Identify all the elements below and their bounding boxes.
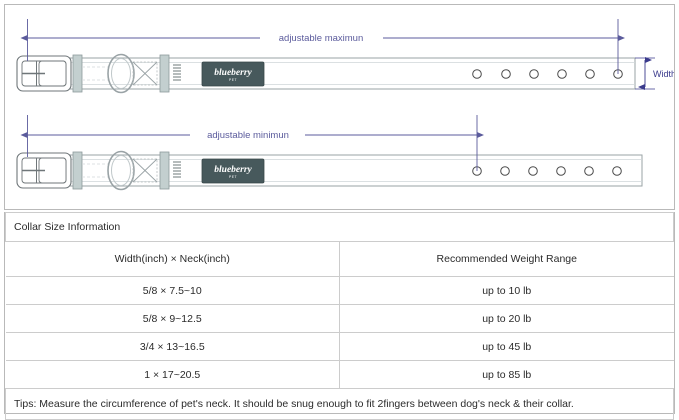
upper-hole-3 xyxy=(529,69,539,79)
x-stitch-diag-2 xyxy=(132,61,158,86)
upper-hole-5 xyxy=(585,69,595,79)
table-row: 5/8 × 7.5~10 up to 10 lb xyxy=(5,276,674,305)
d-ring-lower-inner xyxy=(111,155,131,186)
adjustable-maximum-label: adjustable maximun xyxy=(279,33,364,44)
table-row: 5/8 × 9~12.5 up to 20 lb xyxy=(5,304,674,333)
upper-collar-illustration: blueberry PET xyxy=(16,53,636,94)
collar-diagram: blueberry PET adjusta xyxy=(16,19,674,191)
table-row: 1 × 17~20.5 up to 85 lb xyxy=(5,360,674,389)
table-row: 3/4 × 13~16.5 up to 45 lb xyxy=(5,332,674,361)
tips-text: Tips: Measure the circumference of pet's… xyxy=(5,388,674,420)
keeper-loop-lower-2 xyxy=(159,151,170,190)
upper-hatch-stitching xyxy=(173,64,181,81)
buckle-lower xyxy=(16,152,72,189)
row-2-weight: up to 20 lb xyxy=(339,304,674,333)
row-1-weight: up to 10 lb xyxy=(339,276,674,305)
brand-name-text: blueberry xyxy=(214,68,252,78)
header-weight-range: Recommended Weight Range xyxy=(339,241,674,277)
header-width-neck: Width(inch) × Neck(inch) xyxy=(5,241,340,277)
d-ring xyxy=(107,53,135,94)
keeper-loop-lower-1 xyxy=(72,151,83,190)
x-stitch-lower-outline xyxy=(132,158,158,183)
adjustable-minimum-label: adjustable minimun xyxy=(207,130,289,141)
x-stitch-lower-diag-2 xyxy=(132,158,158,183)
row-1-size: 5/8 × 7.5~10 xyxy=(5,276,340,305)
lower-hatch-stitching xyxy=(173,161,181,178)
upper-strap-holes xyxy=(472,69,623,79)
collar-diagram-panel: blueberry PET adjusta xyxy=(4,4,675,210)
upper-hole-4 xyxy=(557,69,567,79)
upper-strap-body xyxy=(20,57,636,90)
x-stitch-outline xyxy=(132,61,158,86)
d-ring-lower xyxy=(107,150,135,191)
brand-patch-background xyxy=(201,61,265,87)
lower-hole-2 xyxy=(500,166,510,176)
row-3-size: 3/4 × 13~16.5 xyxy=(5,332,340,361)
row-3-weight: up to 45 lb xyxy=(339,332,674,361)
brand-patch-upper: blueberry PET xyxy=(201,61,265,87)
lower-hole-3 xyxy=(528,166,538,176)
keeper-loop-2 xyxy=(159,54,170,93)
d-ring-outer xyxy=(107,53,135,94)
table-title-row: Collar Size Information xyxy=(5,212,674,242)
brand-patch-lower: blueberry PET xyxy=(201,158,265,184)
table-header-row: Width(inch) × Neck(inch) Recommended Wei… xyxy=(5,241,674,277)
dimension-adjustable-minimum: adjustable minimun xyxy=(20,115,484,171)
x-stitch-box xyxy=(132,61,158,86)
x-stitch-box-lower xyxy=(132,158,158,183)
dimension-width: Width xyxy=(635,57,674,90)
brand-sub-text-lower: PET xyxy=(229,175,237,179)
table-title: Collar Size Information xyxy=(5,212,674,242)
buckle xyxy=(16,55,72,92)
keeper-loop-1 xyxy=(72,54,83,93)
lower-hole-4 xyxy=(556,166,566,176)
brand-sub-text: PET xyxy=(229,78,237,82)
lower-strap-body xyxy=(20,154,643,187)
dimension-adjustable-maximum: adjustable maximun xyxy=(20,19,625,74)
width-label: Width xyxy=(653,69,674,79)
brand-name-text-lower: blueberry xyxy=(214,165,252,175)
d-ring-inner xyxy=(111,58,131,89)
table-tips-row: Tips: Measure the circumference of pet's… xyxy=(5,388,674,420)
lower-hole-5 xyxy=(584,166,594,176)
brand-patch-lower-background xyxy=(201,158,265,184)
lower-hole-6 xyxy=(612,166,622,176)
upper-hole-2 xyxy=(501,69,511,79)
row-2-size: 5/8 × 9~12.5 xyxy=(5,304,340,333)
lower-collar-illustration: blueberry PET xyxy=(16,150,643,191)
row-4-weight: up to 85 lb xyxy=(339,360,674,389)
upper-hole-1 xyxy=(472,69,482,79)
collar-size-table: Collar Size Information Width(inch) × Ne… xyxy=(5,212,674,420)
row-4-size: 1 × 17~20.5 xyxy=(5,360,340,389)
d-ring-lower-outer xyxy=(107,150,135,191)
lower-strap-holes xyxy=(472,166,622,176)
collar-size-table-panel: Collar Size Information Width(inch) × Ne… xyxy=(4,212,675,420)
